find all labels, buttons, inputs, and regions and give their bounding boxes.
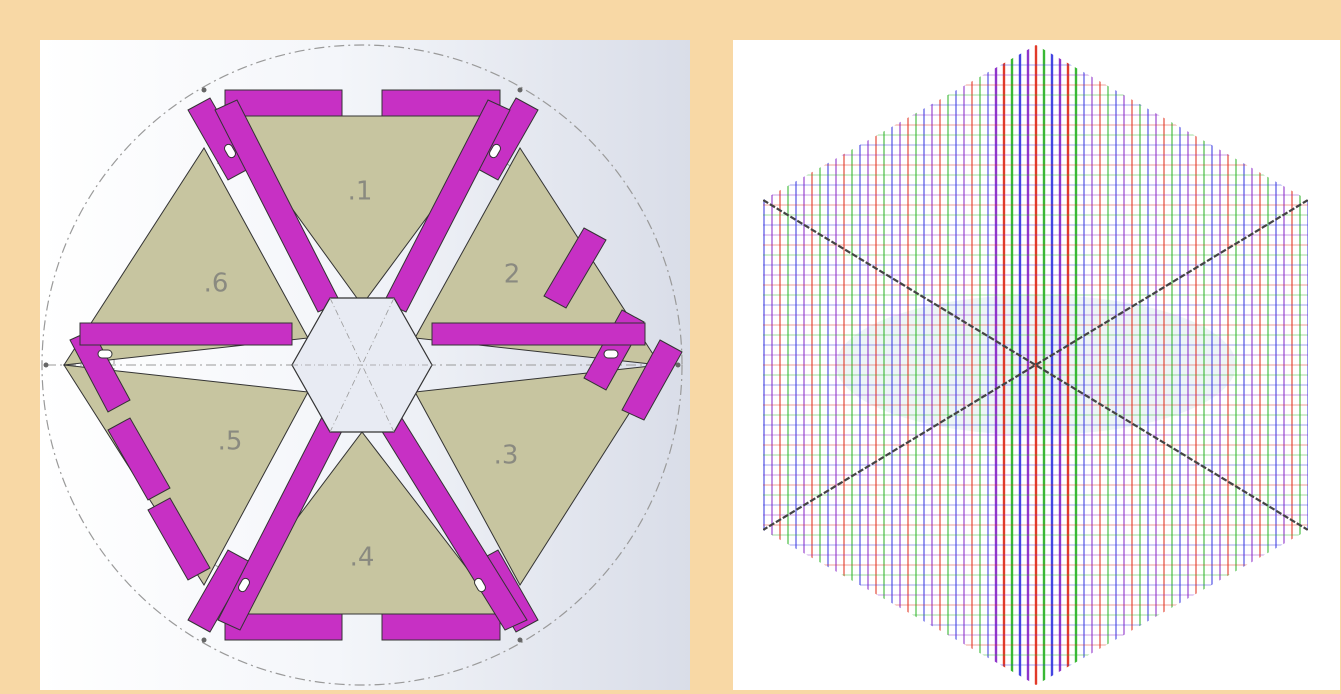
wire-lines — [763, 45, 1308, 685]
segment-label-4: .4 — [350, 543, 375, 573]
segment-label-1: .1 — [348, 177, 373, 207]
segment-label-2: 2 — [504, 260, 521, 290]
mounting-slots — [97, 143, 619, 593]
wire-line — [763, 199, 1308, 531]
segment-label-6: .6 — [204, 269, 229, 299]
hexagon-wiring-pattern — [733, 40, 1340, 690]
segment-label-5: .5 — [218, 427, 243, 457]
hexagon-cad-drawing: .1 2 .3 .4 .5 .6 — [40, 40, 690, 690]
frame-rails — [69, 89, 683, 641]
segment-label-3: .3 — [494, 441, 519, 471]
segment-3 — [414, 364, 661, 586]
wire-line — [763, 199, 1308, 531]
segment-6 — [63, 147, 309, 366]
